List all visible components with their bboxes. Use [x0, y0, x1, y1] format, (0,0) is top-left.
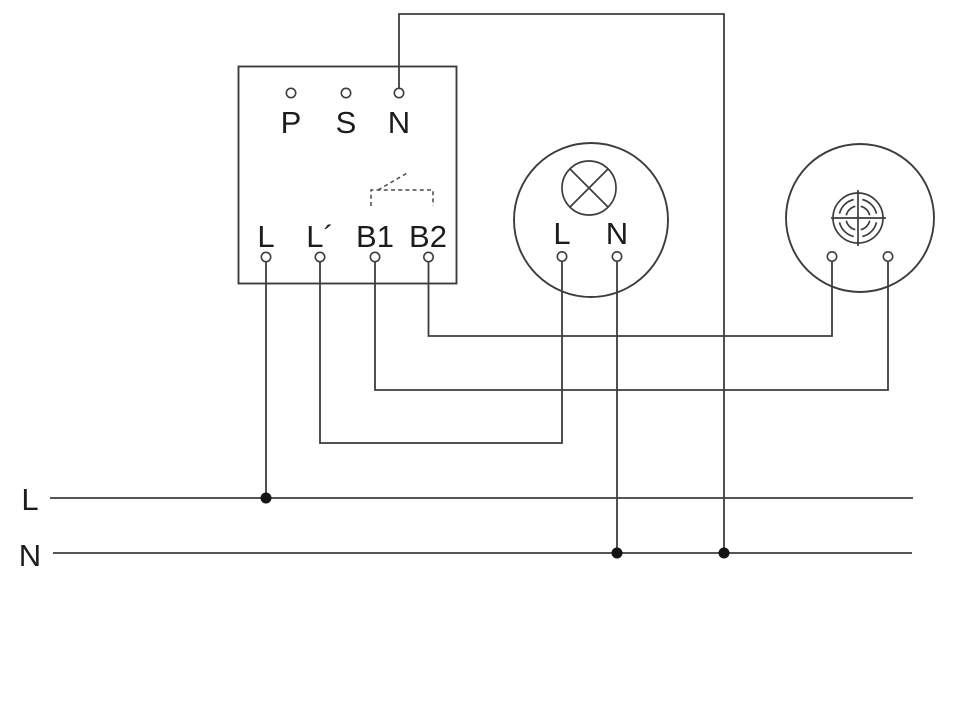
- terminal-n: [393, 87, 405, 99]
- sensor-terminal-left: [826, 251, 838, 263]
- terminal-p-label: P: [281, 105, 302, 140]
- lamp-outline: [513, 142, 669, 298]
- junction-dot-neutral-lamp: [611, 547, 623, 559]
- terminal-n-label: N: [388, 105, 410, 140]
- terminal-lprime: [314, 251, 326, 263]
- lamp-terminal-l: [556, 251, 568, 263]
- lamp-symbol-icon: [561, 160, 617, 216]
- sensor-outline: [785, 143, 935, 293]
- terminal-s: [340, 87, 352, 99]
- terminal-b2: [422, 251, 434, 263]
- wire-b2-to-sensor: [427, 261, 833, 337]
- lamp-terminal-n: [611, 251, 623, 263]
- supply-lines: L N: [19, 482, 913, 573]
- terminal-l: [260, 251, 272, 263]
- junction-dot-neutral-controller: [718, 547, 730, 559]
- terminal-s-label: S: [336, 105, 357, 140]
- controller-outline: [237, 65, 458, 285]
- terminal-b1: [369, 251, 381, 263]
- controller-box: P S N L L´ B1 B2: [237, 65, 458, 285]
- terminal-l-label: L: [257, 219, 274, 254]
- lamp-l-label: L: [553, 216, 570, 251]
- lamp-n-label: N: [606, 216, 628, 251]
- terminal-p: [285, 87, 297, 99]
- wires: [265, 13, 889, 553]
- supply-live-label: L: [21, 482, 38, 517]
- motion-sensor: [785, 143, 935, 293]
- terminal-b2-label: B2: [409, 219, 447, 254]
- sensor-symbol-icon: [831, 190, 886, 246]
- wire-b1-to-sensor: [374, 261, 889, 391]
- terminal-b1-label: B1: [356, 219, 394, 254]
- lamp: L N: [513, 142, 669, 298]
- wire-n-top-route: [398, 13, 725, 553]
- terminal-lprime-label: L´: [306, 219, 334, 254]
- relay-contact-icon: [370, 171, 434, 206]
- sensor-terminal-right: [882, 251, 894, 263]
- wire-lprime-to-lamp: [319, 261, 563, 444]
- junction-dot-live: [260, 492, 272, 504]
- supply-neutral-label: N: [19, 538, 41, 573]
